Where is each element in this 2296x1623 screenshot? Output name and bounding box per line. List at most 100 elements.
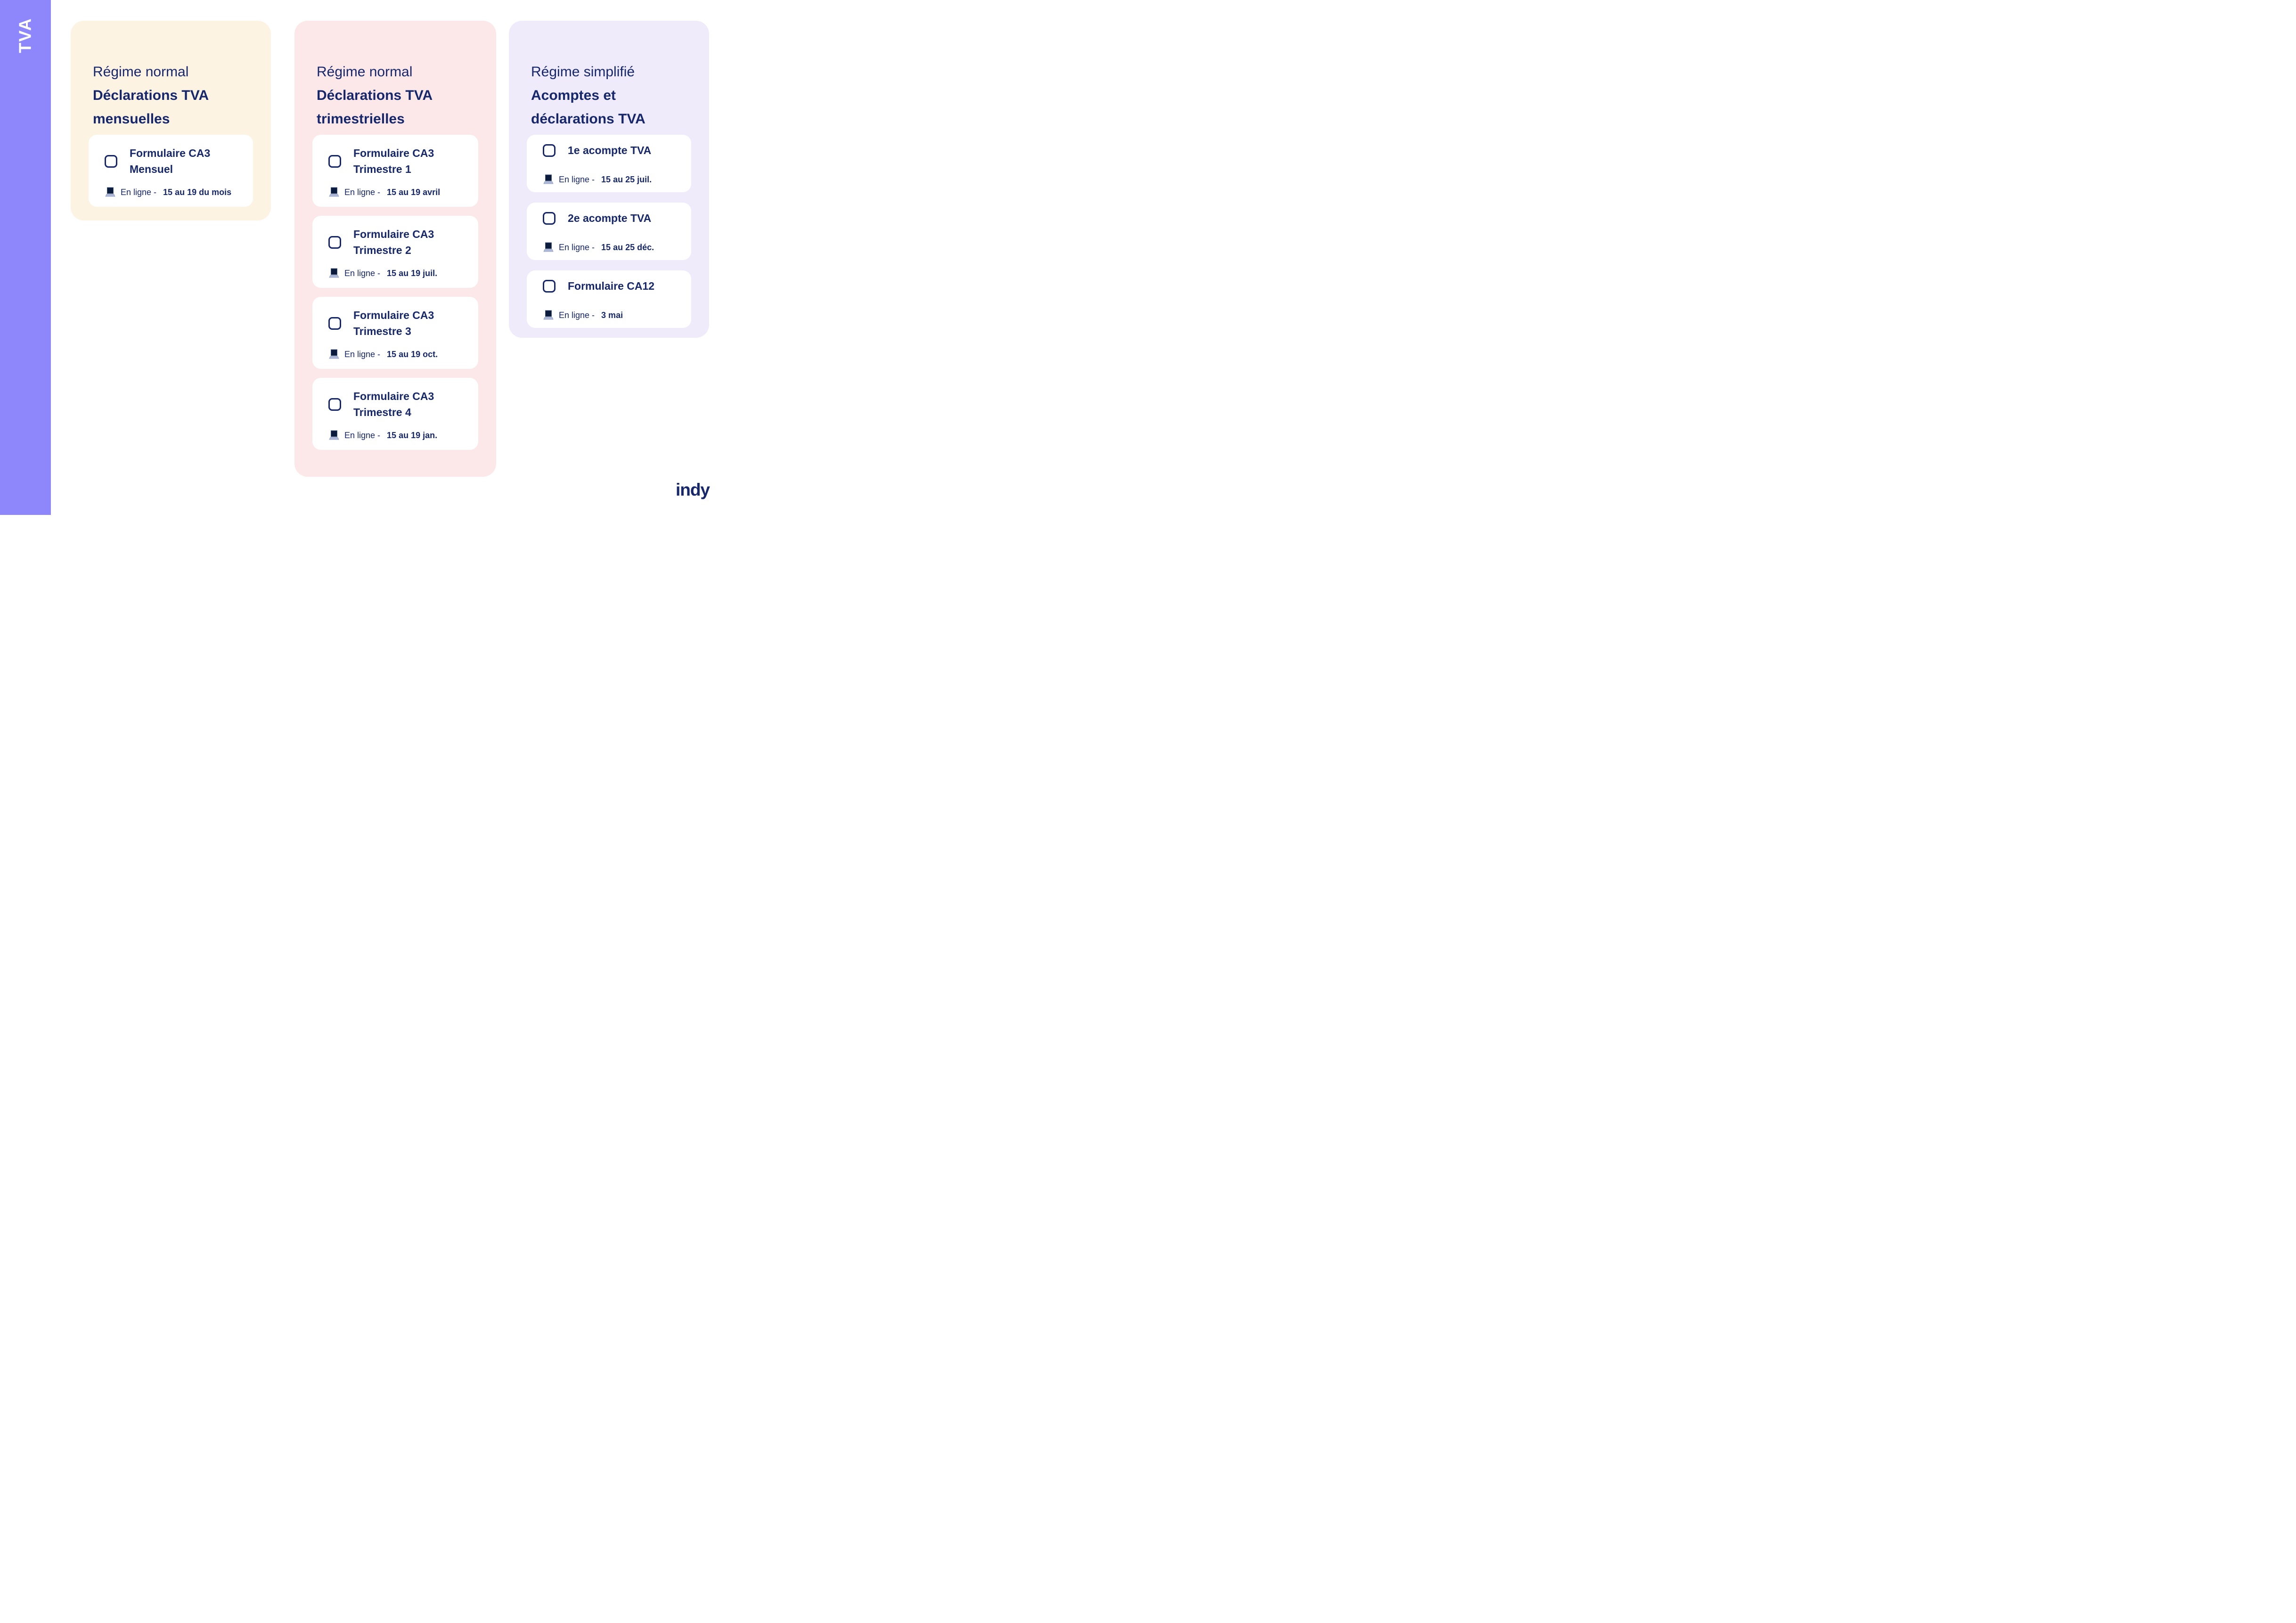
card-date-row: En ligne - 3 mai [543,310,680,320]
card-title-line: 2e acompte TVA [568,212,652,224]
card-list: Formulaire CA3 Mensuel En ligne - 15 au … [89,135,253,207]
card-title: Formulaire CA3 Trimestre 3 [353,307,434,339]
panel-regime-normal-trimestrielles: Régime normal Déclarations TVA trimestri… [294,21,496,477]
card-title: 2e acompte TVA [568,211,651,225]
laptop-icon [329,187,339,197]
sidebar-tva-label: TVA [15,17,35,53]
card-title-line: Formulaire CA12 [568,280,655,292]
checkbox[interactable] [328,236,341,249]
card-date-row: En ligne - 15 au 19 avril [328,187,467,197]
checkbox[interactable] [328,317,341,330]
sidebar-label-box: TVA [0,5,51,66]
card-title-row: Formulaire CA3 Trimestre 2 [328,226,467,258]
card-title-line: Trimestre 1 [353,163,411,175]
sidebar: TVA [0,0,51,515]
date-prefix: En ligne - [344,430,381,440]
card-title-line: Formulaire CA3 [353,147,434,159]
date-prefix: En ligne - [344,349,381,359]
card-formulaire-ca3-trimestre-3[interactable]: Formulaire CA3 Trimestre 3 En ligne - 15… [312,297,478,369]
checkbox[interactable] [105,155,117,168]
card-formulaire-ca12[interactable]: Formulaire CA12 En ligne - 3 mai [527,270,691,328]
card-title: Formulaire CA3 Mensuel [130,145,210,177]
laptop-icon [543,310,554,320]
tva-infographic: TVA Régime normal Déclarations TVA mensu… [0,0,728,515]
card-title-line: Formulaire CA3 [353,309,434,321]
date-value: 15 au 19 du mois [163,187,232,197]
panel-header-light: Régime normal [93,64,189,80]
panel-header-light: Régime normal [317,64,413,80]
indy-logo: indy [675,480,710,499]
card-date-row: En ligne - 15 au 19 juil. [328,268,467,278]
card-title-row: Formulaire CA3 Trimestre 4 [328,388,467,420]
laptop-icon [105,187,115,197]
panel-header-bold-line: déclarations TVA [531,111,645,127]
card-1e-acompte-tva[interactable]: 1e acompte TVA En ligne - 15 au 25 juil. [527,135,691,192]
card-title-row: Formulaire CA12 [543,279,680,293]
card-title-row: 2e acompte TVA [543,211,680,225]
card-title-line: 1e acompte TVA [568,144,652,156]
date-prefix: En ligne - [559,174,595,184]
card-2e-acompte-tva[interactable]: 2e acompte TVA En ligne - 15 au 25 déc. [527,203,691,260]
card-title-line: Formulaire CA3 [353,390,434,402]
checkbox[interactable] [543,279,556,293]
date-prefix: En ligne - [344,268,381,278]
card-title: Formulaire CA12 [568,279,654,293]
card-title: Formulaire CA3 Trimestre 2 [353,226,434,258]
date-value: 15 au 19 avril [387,187,441,197]
card-title-line: Formulaire CA3 [353,228,434,240]
panel-header-bold-line: mensuelles [93,111,170,127]
card-title-line: Formulaire CA3 [130,147,211,159]
card-date-row: En ligne - 15 au 19 du mois [105,187,242,197]
date-value: 15 au 19 jan. [387,430,438,440]
checkbox[interactable] [543,212,556,225]
card-list: 1e acompte TVA En ligne - 15 au 25 juil. [527,135,691,328]
date-prefix: En ligne - [559,242,595,252]
checkbox[interactable] [328,155,341,168]
date-prefix: En ligne - [559,310,595,320]
card-title-row: Formulaire CA3 Trimestre 1 [328,145,467,177]
date-prefix: En ligne - [121,187,157,197]
card-title-line: Trimestre 3 [353,325,411,337]
card-formulaire-ca3-trimestre-4[interactable]: Formulaire CA3 Trimestre 4 En ligne - 15… [312,378,478,450]
card-title-line: Mensuel [130,163,173,175]
laptop-icon [543,174,554,184]
card-formulaire-ca3-trimestre-2[interactable]: Formulaire CA3 Trimestre 2 En ligne - 15… [312,216,478,288]
card-date-row: En ligne - 15 au 25 déc. [543,242,680,253]
card-title: Formulaire CA3 Trimestre 4 [353,388,434,420]
panel-header-light: Régime simplifié [531,64,635,80]
panel-header-bold-line: Acomptes et [531,88,616,103]
date-prefix: En ligne - [344,187,381,197]
checkbox[interactable] [328,398,341,411]
card-title-row: Formulaire CA3 Trimestre 3 [328,307,467,339]
card-title-row: 1e acompte TVA [543,143,680,157]
panel-header-bold-line: Déclarations TVA [317,88,433,103]
date-value: 15 au 25 juil. [601,174,652,184]
laptop-icon [329,430,339,440]
card-title: Formulaire CA3 Trimestre 1 [353,145,434,177]
date-value: 3 mai [601,310,623,320]
card-date-row: En ligne - 15 au 19 jan. [328,430,467,440]
card-title-line: Trimestre 4 [353,406,411,418]
laptop-icon [329,349,339,359]
date-value: 15 au 25 déc. [601,242,654,252]
panel-header: Régime normal Déclarations TVA mensuelle… [71,21,271,131]
date-value: 15 au 19 oct. [387,349,438,359]
laptop-icon [543,242,554,252]
laptop-icon [329,268,339,278]
card-title-row: Formulaire CA3 Mensuel [105,145,242,177]
card-date-row: En ligne - 15 au 25 juil. [543,174,680,185]
card-title: 1e acompte TVA [568,143,651,157]
card-date-row: En ligne - 15 au 19 oct. [328,349,467,359]
card-list: Formulaire CA3 Trimestre 1 En ligne - 15… [312,135,478,450]
panel-header: Régime normal Déclarations TVA trimestri… [294,21,496,131]
date-value: 15 au 19 juil. [387,268,438,278]
card-formulaire-ca3-mensuel[interactable]: Formulaire CA3 Mensuel En ligne - 15 au … [89,135,253,207]
panel-header: Régime simplifié Acomptes et déclaration… [509,21,709,131]
panel-header-bold-line: trimestrielles [317,111,405,127]
checkbox[interactable] [543,144,556,157]
panel-header-bold-line: Déclarations TVA [93,88,209,103]
card-title-line: Trimestre 2 [353,244,411,256]
card-formulaire-ca3-trimestre-1[interactable]: Formulaire CA3 Trimestre 1 En ligne - 15… [312,135,478,207]
panel-regime-normal-mensuelles: Régime normal Déclarations TVA mensuelle… [71,21,271,220]
panel-regime-simplifie: Régime simplifié Acomptes et déclaration… [509,21,709,338]
